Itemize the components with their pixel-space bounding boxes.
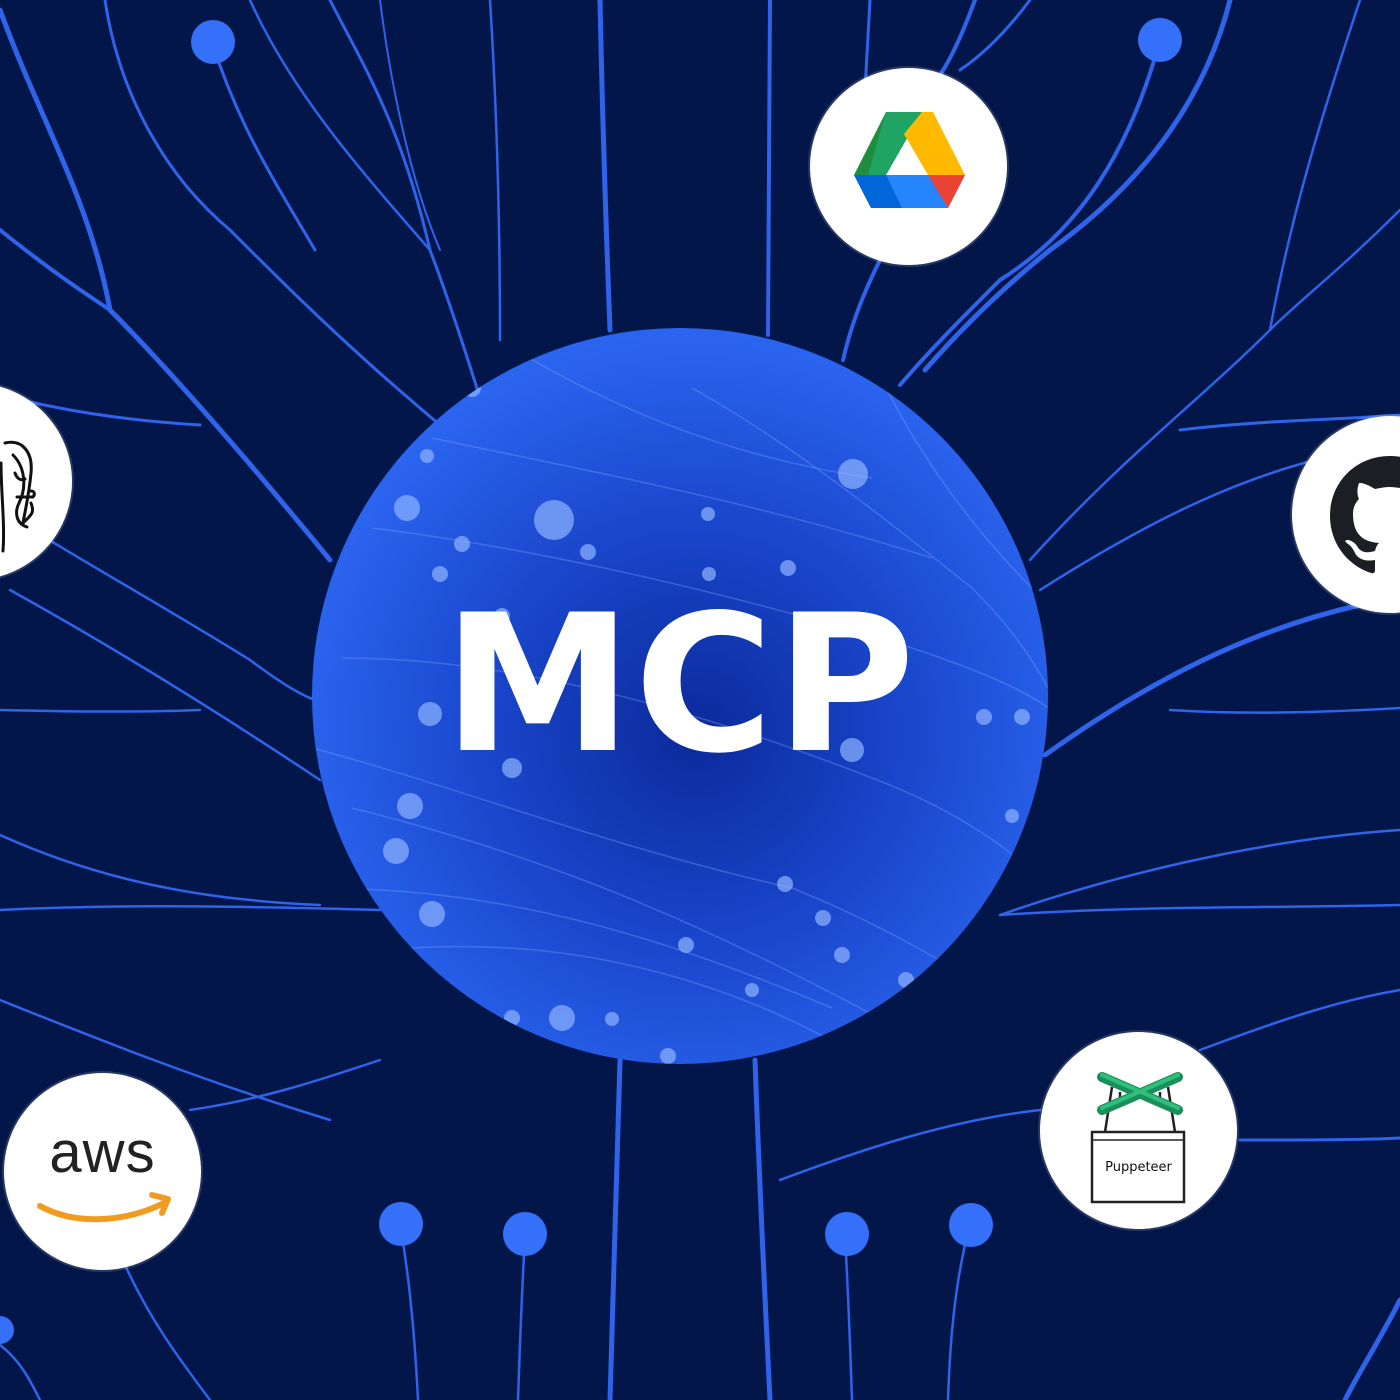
github-octocat-icon: [1330, 456, 1400, 574]
network-node: [379, 1202, 423, 1246]
puppeteer-label: Puppeteer: [1105, 1160, 1172, 1175]
network-node: [0, 1316, 14, 1344]
network-node: [191, 20, 235, 64]
integration-aws[interactable]: aws: [4, 1073, 201, 1270]
puppeteer-icon: [1090, 1072, 1186, 1204]
hub-texture: [312, 347, 1048, 1064]
integration-puppeteer[interactable]: Puppeteer: [1040, 1032, 1237, 1229]
postgresql-elephant-icon: [0, 440, 36, 553]
network-node: [396, 1223, 400, 1227]
aws-wordmark: aws: [49, 1120, 156, 1185]
network-node: [949, 1203, 993, 1247]
network-node: [503, 1212, 547, 1256]
hub-title: MCP: [443, 574, 917, 795]
mcp-hub: MCP: [312, 328, 1048, 1064]
google-drive-icon: [854, 112, 965, 208]
aws-smile-icon: [37, 1192, 171, 1223]
integration-google-drive[interactable]: [810, 68, 1007, 265]
network-node: [1138, 18, 1182, 62]
network-node: [825, 1212, 869, 1256]
